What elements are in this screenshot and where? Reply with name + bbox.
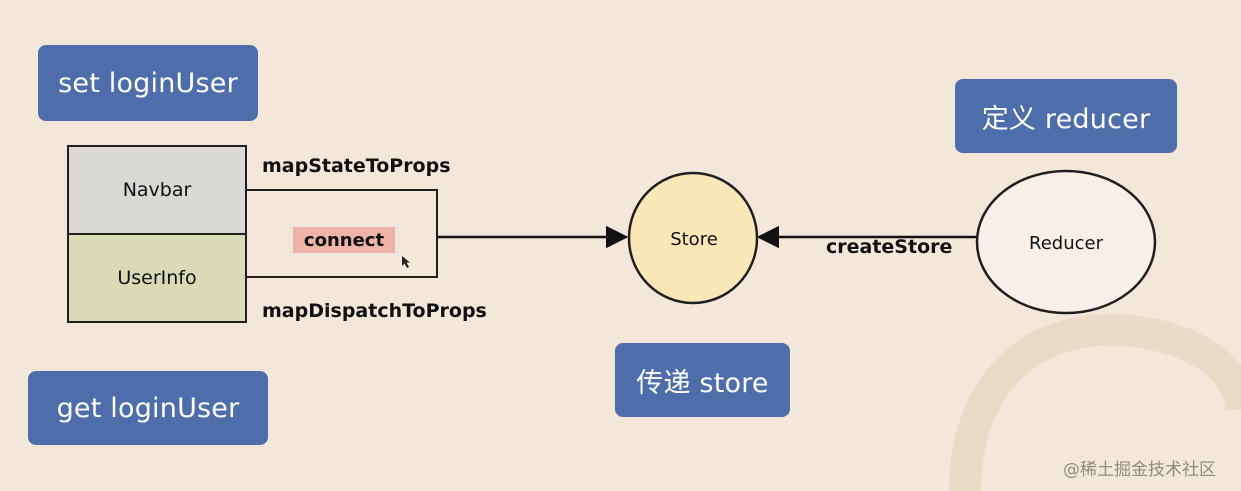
connect-bracket bbox=[247, 189, 438, 278]
connect-label: connect bbox=[293, 227, 395, 253]
create-store-label: createStore bbox=[826, 236, 953, 258]
watermark: @稀土掘金技术社区 bbox=[1063, 460, 1216, 480]
store-circle bbox=[627, 171, 759, 305]
store-label: Store bbox=[670, 228, 718, 250]
cursor-icon bbox=[402, 256, 410, 268]
map-state-label: mapStateToProps bbox=[262, 155, 451, 177]
userinfo-block: UserInfo bbox=[67, 233, 247, 323]
reducer-label: Reducer bbox=[1029, 232, 1103, 254]
map-dispatch-label: mapDispatchToProps bbox=[262, 300, 487, 322]
set-login-user-label: set loginUser bbox=[38, 45, 258, 121]
reducer-ellipse bbox=[975, 169, 1157, 315]
define-reducer-label: 定义 reducer bbox=[955, 79, 1177, 153]
get-login-user-label: get loginUser bbox=[28, 371, 268, 445]
pass-store-label: 传递 store bbox=[615, 343, 790, 417]
